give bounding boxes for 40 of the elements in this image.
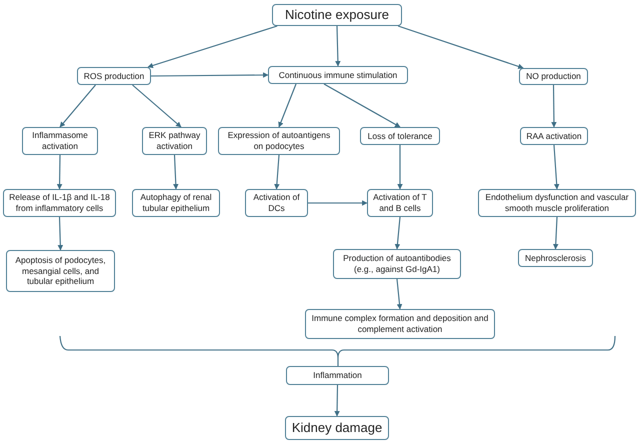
process-box: Loss of tolerance: [360, 127, 440, 145]
process-box: NO production: [519, 68, 588, 85]
arrow: [173, 154, 179, 190]
arrow: [552, 216, 558, 250]
arrow: [151, 72, 269, 78]
process-box: Expression of autoantigens on podocytes: [218, 127, 340, 155]
process-box: Release of IL-1β and IL-18 from inflammatory cells: [3, 189, 116, 217]
arrow: [397, 145, 403, 190]
arrow: [132, 84, 182, 128]
arrow: [551, 85, 557, 128]
process-box: Activation of T and B cells: [367, 189, 433, 217]
arrow: [398, 25, 524, 70]
arrow: [334, 385, 340, 417]
arrow: [553, 144, 560, 190]
process-box: Inflammasome activation: [22, 127, 98, 155]
arrow: [274, 154, 280, 190]
arrow: [394, 216, 401, 250]
process-box: Nephrosclerosis: [518, 249, 593, 267]
arrow: [324, 84, 400, 128]
arrow: [58, 216, 64, 251]
process-box: Immune complex formation and deposition and complement activation: [305, 309, 495, 339]
process-box: Production of autoantibodies (e.g., against Gd-IgA1): [333, 249, 461, 279]
arrow: [278, 84, 297, 128]
process-box: Kidney damage: [285, 416, 389, 440]
process-box: Endothelium dysfunction and vascular smooth muscle proliferation: [478, 189, 636, 217]
process-box: Nicotine exposure: [272, 4, 402, 26]
process-box: Inflammation: [286, 366, 389, 385]
arrow: [148, 25, 278, 68]
arrow: [60, 84, 96, 128]
process-box: Activation of DCs: [245, 189, 308, 217]
arrow: [56, 155, 62, 190]
arrow: [335, 26, 341, 67]
process-box: ERK pathway activation: [142, 127, 207, 155]
process-box: ROS production: [77, 67, 151, 85]
process-box: Apoptosis of podocytes, mesangial cells, and tubular epithelium: [6, 250, 115, 292]
arrow: [396, 278, 402, 310]
process-box: Continuous immune stimulation: [268, 66, 408, 84]
process-box: Autophagy of renal tubular epithelium: [132, 189, 220, 217]
process-box: RAA activation: [520, 127, 588, 145]
arrow: [308, 200, 368, 206]
